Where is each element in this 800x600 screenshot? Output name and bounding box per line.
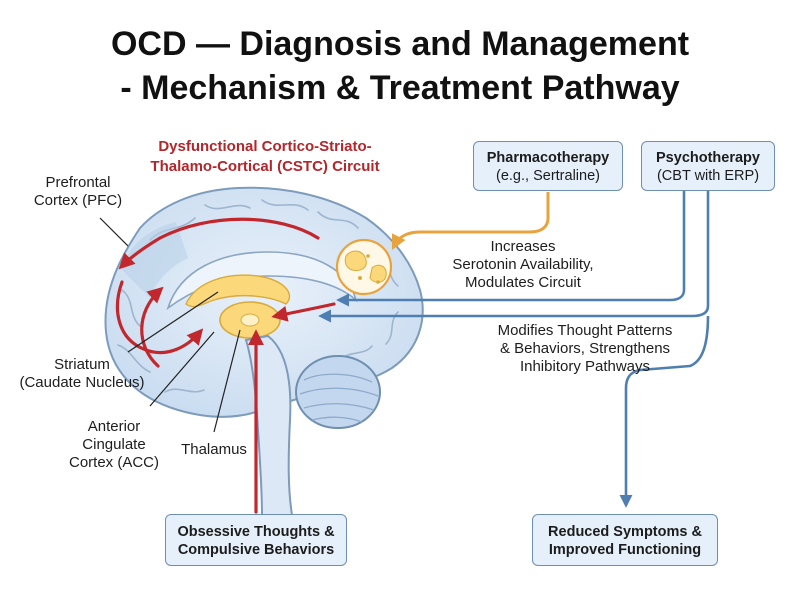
outcome-line-1: Reduced Symptoms & [548, 524, 702, 540]
psychotherapy-arrows [318, 190, 710, 508]
cstc-circuit-title: Dysfunctional Cortico-Striato- Thalamo-C… [120, 137, 410, 177]
symptoms-box: Obsessive Thoughts & Compulsive Behavior… [165, 514, 347, 566]
title-line-1: OCD — Diagnosis and Management [110, 25, 690, 63]
psychotherapy-to-circuit-arrow-2 [318, 190, 710, 323]
label-thalamus: Thalamus [181, 441, 247, 458]
psychotherapy-title: Psychotherapy [656, 150, 760, 166]
outcome-line-2: Improved Functioning [548, 542, 702, 558]
psychotherapy-effect-text: Modifies Thought Patterns & Behaviors, S… [497, 322, 673, 375]
psychotherapy-subtitle: (CBT with ERP) [656, 168, 760, 184]
symptoms-line-2: Compulsive Behaviors [177, 542, 335, 558]
circuit-title-line-2: Thalamo-Cortical (CSTC) Circuit [150, 158, 380, 175]
brainstem-shape [244, 334, 294, 516]
circuit-title-line-1: Dysfunctional Cortico-Striato- [158, 138, 372, 155]
title-line-2: - Mechanism & Treatment Pathway [120, 69, 680, 107]
thalamocortical-arrow [271, 302, 336, 322]
label-anterior-cingulate-cortex: Anterior Cingulate Cortex (ACC) [68, 418, 159, 471]
symptoms-line-1: Obsessive Thoughts & [177, 524, 335, 540]
pharmacotherapy-arrow [391, 192, 550, 251]
gyri-lines [117, 199, 399, 393]
psychotherapy-to-outcome-arrow [619, 315, 710, 508]
outcome-box: Reduced Symptoms & Improved Functioning [532, 514, 718, 566]
striatum-shape [185, 274, 291, 308]
psychotherapy-to-circuit-arrow-1 [336, 190, 686, 307]
cstc-circuit-arrows [115, 217, 336, 514]
cerebellum-shape [295, 355, 381, 429]
cortical-loop-arrow [118, 217, 320, 270]
brain-illustration [104, 186, 424, 516]
pharmacotherapy-title: Pharmacotherapy [486, 150, 610, 166]
psychotherapy-box: Psychotherapy (CBT with ERP) [641, 141, 775, 191]
label-striatum: Striatum (Caudate Nucleus) [19, 356, 145, 391]
label-leader-lines [99, 217, 241, 433]
pharmacotherapy-box: Pharmacotherapy (e.g., Sertraline) [473, 141, 623, 191]
pharmacotherapy-effect-text: Increases Serotonin Availability, Modula… [452, 238, 594, 291]
label-prefrontal-cortex: Prefrontal Cortex (PFC) [33, 174, 123, 209]
synapse-inset [335, 238, 393, 296]
pharmacotherapy-subtitle: (e.g., Sertraline) [496, 168, 600, 184]
striatal-loop-arrow [140, 286, 164, 368]
page-title: OCD — Diagnosis and Management - Mechani… [0, 22, 800, 110]
